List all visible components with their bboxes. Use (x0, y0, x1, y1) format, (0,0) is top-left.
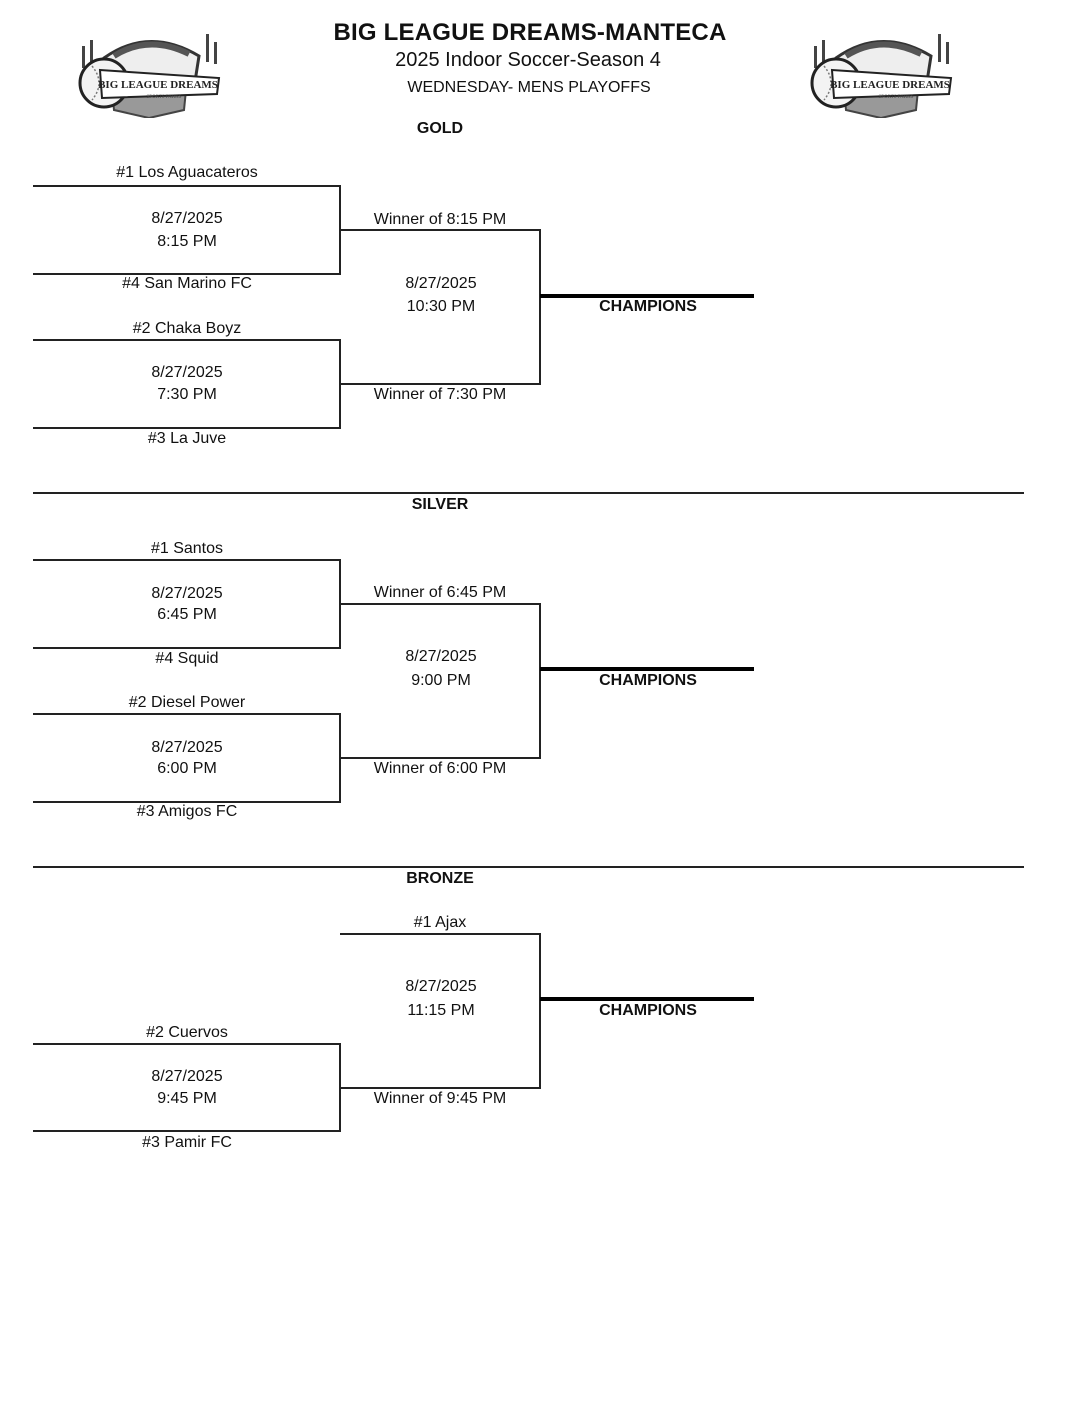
bronze-game1-time: 9:45 PM (157, 1090, 217, 1107)
silver-final-bottom-team: Winner of 6:00 PM (373, 760, 507, 777)
bracket-connector (539, 933, 541, 1089)
big-league-dreams-logo-right: BIG LEAGUE DREAMS SPORTS PARKS (810, 34, 953, 118)
bronze-game1-top-team: #2 Cuervos (146, 1024, 228, 1041)
gold-champions-label: CHAMPIONS (599, 298, 697, 315)
bronze-final-top-team: #1 Ajax (413, 914, 467, 931)
bracket-line (33, 339, 341, 341)
champion-line (540, 997, 754, 1001)
champion-line (540, 667, 754, 671)
gold-final-time: 10:30 PM (406, 298, 476, 315)
section-divider (33, 866, 1024, 868)
bracket-line (340, 933, 541, 935)
bracket-line (33, 185, 341, 187)
gold-game2-time: 7:30 PM (157, 386, 217, 403)
silver-game2-bottom-team: #3 Amigos FC (136, 803, 238, 820)
bronze-final-time: 11:15 PM (407, 1002, 475, 1019)
bronze-final-date: 8/27/2025 (405, 978, 477, 995)
bracket-connector (539, 229, 541, 385)
gold-game1-time: 8:15 PM (157, 233, 217, 250)
gold-game2-bottom-team: #3 La Juve (147, 430, 227, 447)
silver-game2-time: 6:00 PM (157, 760, 217, 777)
bracket-line (33, 713, 341, 715)
bracket-line (33, 1043, 341, 1045)
bronze-section-label: BRONZE (406, 870, 474, 887)
gold-game1-top-team: #1 Los Aguacateros (116, 164, 258, 181)
bronze-game1-bottom-team: #3 Pamir FC (142, 1134, 232, 1151)
bracket-line (33, 273, 341, 275)
silver-game2-date: 8/27/2025 (151, 739, 223, 756)
gold-section-label: GOLD (416, 120, 464, 137)
bracket-line (340, 383, 541, 385)
gold-final-date: 8/27/2025 (405, 275, 477, 292)
silver-final-top-team: Winner of 6:45 PM (373, 584, 507, 601)
bronze-final-bottom-team: Winner of 9:45 PM (373, 1090, 507, 1107)
silver-game1-top-team: #1 Santos (150, 540, 224, 557)
svg-text:SPORTS PARKS: SPORTS PARKS (147, 95, 182, 100)
gold-game2-top-team: #2 Chaka Boyz (132, 320, 242, 337)
silver-champions-label: CHAMPIONS (599, 672, 697, 689)
bracket-line (340, 603, 541, 605)
svg-text:BIG LEAGUE DREAMS: BIG LEAGUE DREAMS (830, 79, 950, 91)
gold-game2-date: 8/27/2025 (151, 364, 223, 381)
big-league-dreams-logo-left: BIG LEAGUE DREAMS SPORTS PARKS (78, 34, 221, 118)
silver-section-label: SILVER (411, 496, 469, 513)
season-subtitle: 2025 Indoor Soccer-Season 4 (395, 49, 661, 71)
bracket-line (33, 1130, 341, 1132)
silver-final-date: 8/27/2025 (405, 648, 477, 665)
section-divider (33, 492, 1024, 494)
silver-game1-bottom-team: #4 Squid (155, 650, 219, 667)
bracket-line (33, 427, 341, 429)
silver-final-time: 9:00 PM (411, 672, 471, 689)
bracket-connector (539, 603, 541, 759)
page-title: BIG LEAGUE DREAMS-MANTECA (333, 19, 727, 46)
bronze-game1-date: 8/27/2025 (151, 1068, 223, 1085)
bracket-line (33, 801, 341, 803)
silver-game1-time: 6:45 PM (157, 606, 217, 623)
svg-text:SPORTS PARKS: SPORTS PARKS (879, 95, 914, 100)
silver-game1-date: 8/27/2025 (151, 585, 223, 602)
bracket-line (33, 559, 341, 561)
svg-text:BIG LEAGUE DREAMS: BIG LEAGUE DREAMS (98, 79, 218, 91)
gold-final-top-team: Winner of 8:15 PM (373, 211, 507, 228)
bracket-line (340, 1087, 541, 1089)
bracket-line (340, 757, 541, 759)
silver-game2-top-team: #2 Diesel Power (128, 694, 246, 711)
bronze-champions-label: CHAMPIONS (599, 1002, 697, 1019)
champion-line (540, 294, 754, 298)
gold-game1-bottom-team: #4 San Marino FC (122, 275, 252, 292)
playoffs-subtitle: WEDNESDAY- MENS PLAYOFFS (407, 79, 651, 96)
bracket-line (33, 647, 341, 649)
bracket-line (340, 229, 541, 231)
gold-final-bottom-team: Winner of 7:30 PM (373, 386, 507, 403)
gold-game1-date: 8/27/2025 (151, 210, 223, 227)
